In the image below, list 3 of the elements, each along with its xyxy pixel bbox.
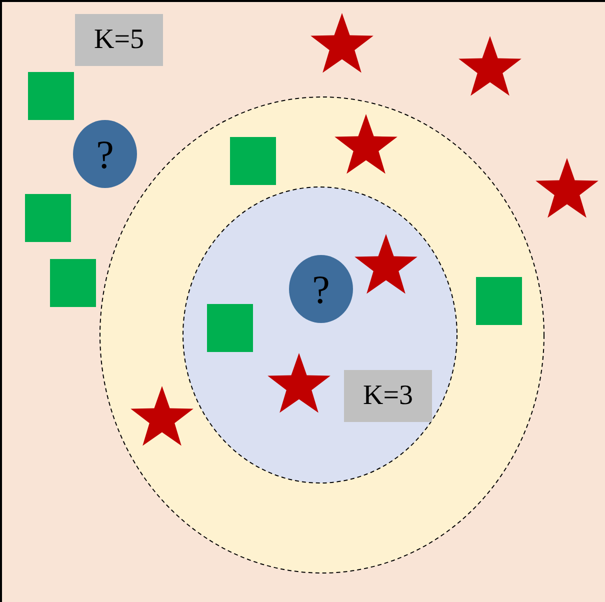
k-value-label: K=5	[75, 14, 163, 66]
k-value-label: K=3	[344, 370, 432, 422]
unknown-point-circle: ?	[73, 120, 137, 188]
